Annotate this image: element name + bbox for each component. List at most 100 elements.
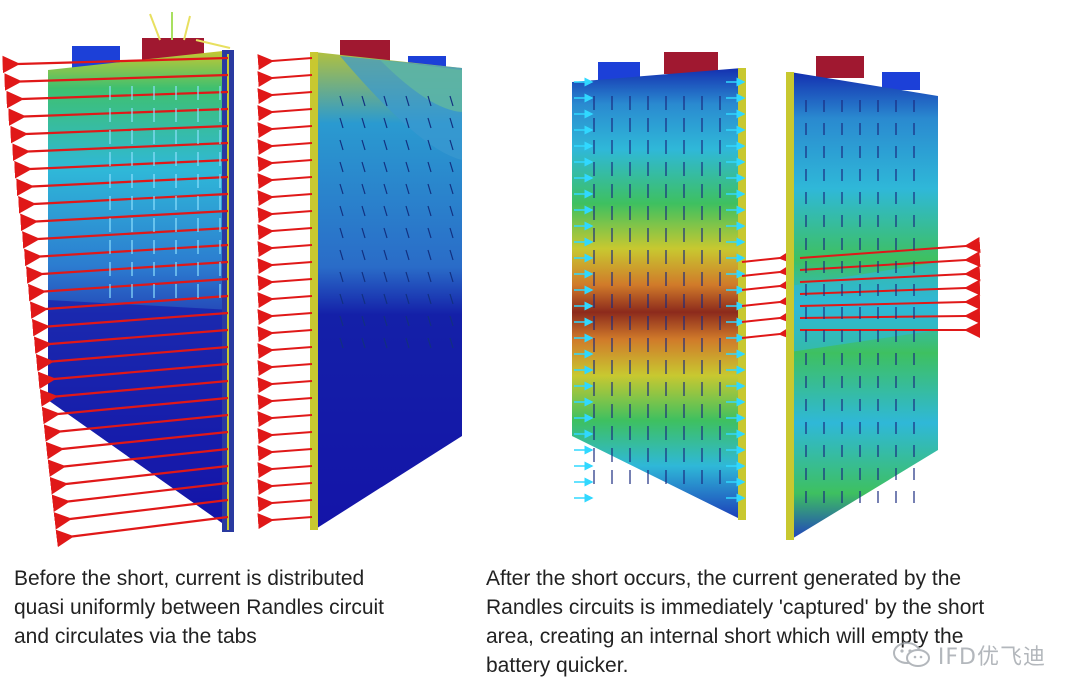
current-arrow-icon (257, 462, 313, 479)
flow-vector (449, 315, 454, 327)
current-arrow-icon (257, 241, 313, 258)
current-arrow-icon (257, 360, 313, 377)
current-arrow-icon (799, 279, 981, 296)
current-arrow-icon (14, 158, 229, 179)
flow-vector (361, 227, 366, 239)
flow-vector (427, 183, 432, 195)
flow-vector (449, 227, 454, 239)
after-cell-front (572, 52, 795, 520)
flow-vector (427, 117, 432, 129)
before-back-current-arrows (257, 54, 313, 530)
after-tab-red (664, 52, 718, 74)
flow-vector (339, 249, 344, 261)
current-arrow-icon (47, 447, 229, 477)
before-front-current-arrows (2, 55, 229, 548)
flow-vector (339, 205, 344, 217)
current-arrow-icon (2, 55, 229, 74)
current-arrow-icon (257, 309, 313, 326)
flow-vector (427, 95, 432, 107)
after-back-internal-vectors (805, 100, 915, 503)
flow-vector (383, 139, 388, 151)
flow-vector (427, 337, 432, 349)
current-arrow-icon (22, 226, 229, 249)
current-arrow-icon (257, 139, 313, 156)
current-arrow-icon (741, 276, 795, 293)
current-arrow-icon (257, 258, 313, 275)
current-arrow-icon (53, 498, 229, 530)
flow-vector (361, 161, 366, 173)
current-arrow-icon (257, 71, 313, 88)
current-arrow-icon (257, 343, 313, 360)
flow-vector (339, 183, 344, 195)
flow-vector (427, 249, 432, 261)
flow-vector (405, 117, 410, 129)
current-arrow-icon (741, 308, 795, 325)
before-cell-back (257, 40, 462, 530)
flow-vector (339, 293, 344, 305)
flow-vector (427, 293, 432, 305)
flow-vector (383, 227, 388, 239)
flow-vector (339, 117, 344, 129)
flow-vector (405, 95, 410, 107)
current-arrow-icon (28, 277, 229, 302)
flow-vector (361, 293, 366, 305)
flow-vector (405, 161, 410, 173)
battery-simulation-figure (2, 12, 981, 548)
current-arrow-icon (257, 292, 313, 309)
flow-vector (383, 293, 388, 305)
current-arrow-icon (257, 445, 313, 462)
flow-vector (449, 161, 454, 173)
after-caption: After the short occurs, the current gene… (486, 567, 985, 677)
current-arrow-icon (257, 105, 313, 122)
before-back-face (314, 52, 462, 530)
flow-vector (405, 293, 410, 305)
current-arrow-icon (257, 190, 313, 207)
current-arrow-icon (257, 394, 313, 411)
flow-vector (383, 337, 388, 349)
current-arrow-icon (799, 265, 981, 283)
flow-vector (361, 337, 366, 349)
flow-vector (339, 161, 344, 173)
current-arrow-icon (257, 326, 313, 343)
flow-vector (427, 205, 432, 217)
current-arrow-icon (37, 362, 229, 390)
flow-vector (339, 271, 344, 283)
current-arrow-icon (12, 141, 229, 161)
current-arrow-icon (799, 307, 981, 324)
before-cell-front (2, 12, 234, 548)
current-arrow-icon (257, 88, 313, 105)
flow-vector (449, 293, 454, 305)
flow-vector (339, 227, 344, 239)
current-arrow-icon (257, 377, 313, 394)
current-arrow-icon (257, 173, 313, 190)
after-back-tab-red (816, 56, 864, 78)
before-front-internal-vectors (109, 86, 221, 298)
flow-vector (449, 183, 454, 195)
flow-vector (405, 337, 410, 349)
flow-vector (383, 183, 388, 195)
flow-vector (361, 315, 366, 327)
flow-vector (405, 205, 410, 217)
after-front-internal-vectors (593, 96, 721, 484)
current-arrow-icon (257, 496, 313, 513)
flow-vector (427, 227, 432, 239)
before-top-flow-arrows (149, 12, 231, 49)
flow-vector (449, 139, 454, 151)
after-front-face (572, 68, 742, 520)
flow-vector (449, 95, 454, 107)
flow-vector (427, 161, 432, 173)
flow-vector (383, 205, 388, 217)
current-arrow-icon (55, 515, 229, 548)
flow-vector (361, 271, 366, 283)
before-back-edge (310, 52, 318, 530)
current-arrow-icon (30, 294, 229, 319)
before-front-lower-shade (48, 300, 232, 530)
flow-vector (339, 95, 344, 107)
current-arrow-icon (10, 124, 229, 144)
current-arrow-icon (4, 73, 229, 91)
flow-vector (427, 315, 432, 327)
current-arrow-icon (257, 122, 313, 139)
current-arrow-icon (35, 345, 229, 372)
flow-vector (405, 227, 410, 239)
flow-vector (361, 249, 366, 261)
